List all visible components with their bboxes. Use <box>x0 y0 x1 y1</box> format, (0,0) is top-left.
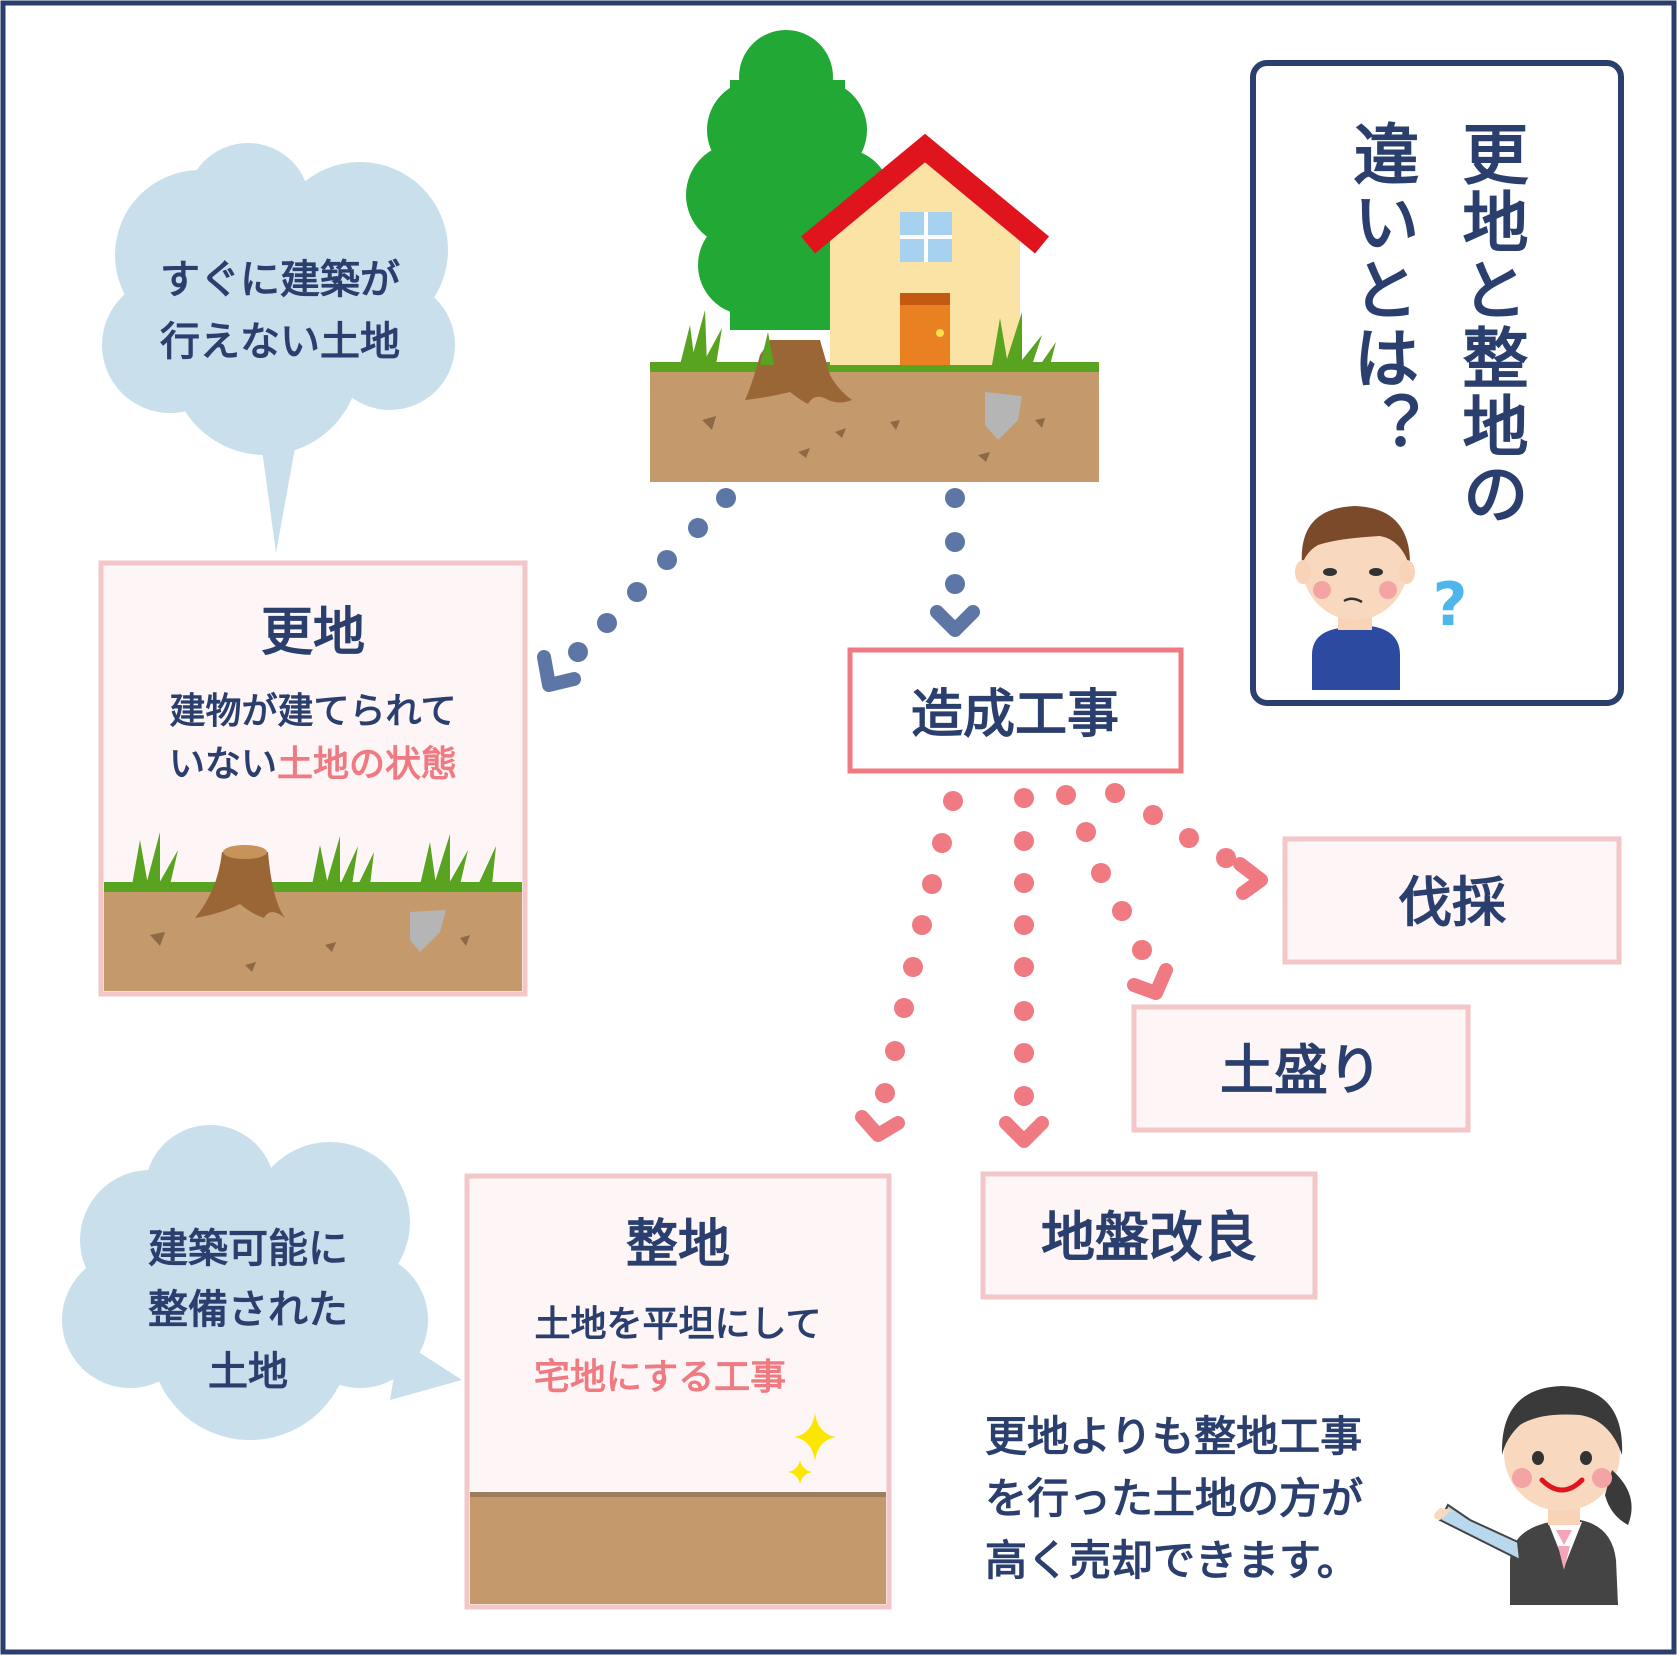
zousei-box: 造成工事 <box>847 647 1184 774</box>
speech-seichi-line3: 土地 <box>208 1349 288 1395</box>
seichi-heading: 整地 <box>626 1215 730 1275</box>
sarachi-desc-line2: いない土地の状態 <box>169 744 457 785</box>
sarachi-desc-line1: 建物が建てられて <box>170 691 457 732</box>
title-line2: 違いとは？ <box>1343 120 1420 460</box>
advice-line1: 更地よりも整地工事 <box>985 1412 1362 1461</box>
morido-label: 土盛り <box>1220 1039 1382 1102</box>
sarachi-heading: 更地 <box>261 603 365 663</box>
arrow-house-to-zousei <box>945 488 965 594</box>
advisor-woman-icon <box>1434 1386 1632 1605</box>
arrowhead-sarachi <box>537 650 581 692</box>
house-tree-icon <box>650 30 1099 482</box>
grass-tufts <box>132 832 496 885</box>
arrow-zousei-to-seichi <box>875 791 963 1103</box>
sarachi-desc-accent: 土地の状態 <box>277 744 457 785</box>
bassai-box: 伐採 <box>1282 836 1622 965</box>
confused-boy-icon <box>1295 506 1415 690</box>
speech-sarachi-line2: 行えない土地 <box>160 319 400 365</box>
rock <box>410 910 446 952</box>
jiban-label: 地盤改良 <box>1041 1206 1257 1269</box>
advice-line3: 高く売却できます。 <box>985 1536 1359 1585</box>
advice-line2: を行った土地の方が <box>985 1474 1363 1523</box>
confused-question-mark: ? <box>1433 570 1468 640</box>
speech-sarachi-line1: すぐに建築が <box>160 257 400 303</box>
arrow-zousei-to-jiban <box>1014 788 1034 1106</box>
seichi-soil <box>470 1494 886 1604</box>
jiban-box: 地盤改良 <box>980 1171 1318 1300</box>
arrow-zousei-to-bassai <box>1105 783 1236 868</box>
speech-cloud-seichi <box>62 1125 462 1440</box>
arrow-zousei-to-morido <box>1056 785 1152 960</box>
speech-seichi-line2: 整備された <box>148 1287 348 1333</box>
arrowhead-zousei <box>930 605 980 637</box>
tree-stump-icon <box>195 845 285 918</box>
arrow-house-to-sarachi <box>568 488 736 662</box>
speech-seichi-line1: 建築可能に <box>148 1226 348 1272</box>
morido-box: 土盛り <box>1131 1004 1471 1133</box>
speech-cloud-sarachi <box>102 143 455 553</box>
zousei-label: 造成工事 <box>911 685 1119 745</box>
bassai-label: 伐採 <box>1398 871 1507 934</box>
seichi-box: 整地 土地を平坦にして 宅地にする工事 <box>464 1173 892 1610</box>
sparkle-icon <box>788 1413 836 1484</box>
title-line1: 更地と整地の <box>1452 120 1529 528</box>
sarachi-box: 更地 建物が建てられて いない土地の状態 <box>98 560 528 997</box>
seichi-desc-line2: 宅地にする工事 <box>534 1356 786 1398</box>
sarachi-desc-plain: いない <box>169 744 277 785</box>
seichi-desc-line1: 土地を平坦にして <box>535 1304 822 1345</box>
sarachi-soil <box>104 890 522 991</box>
